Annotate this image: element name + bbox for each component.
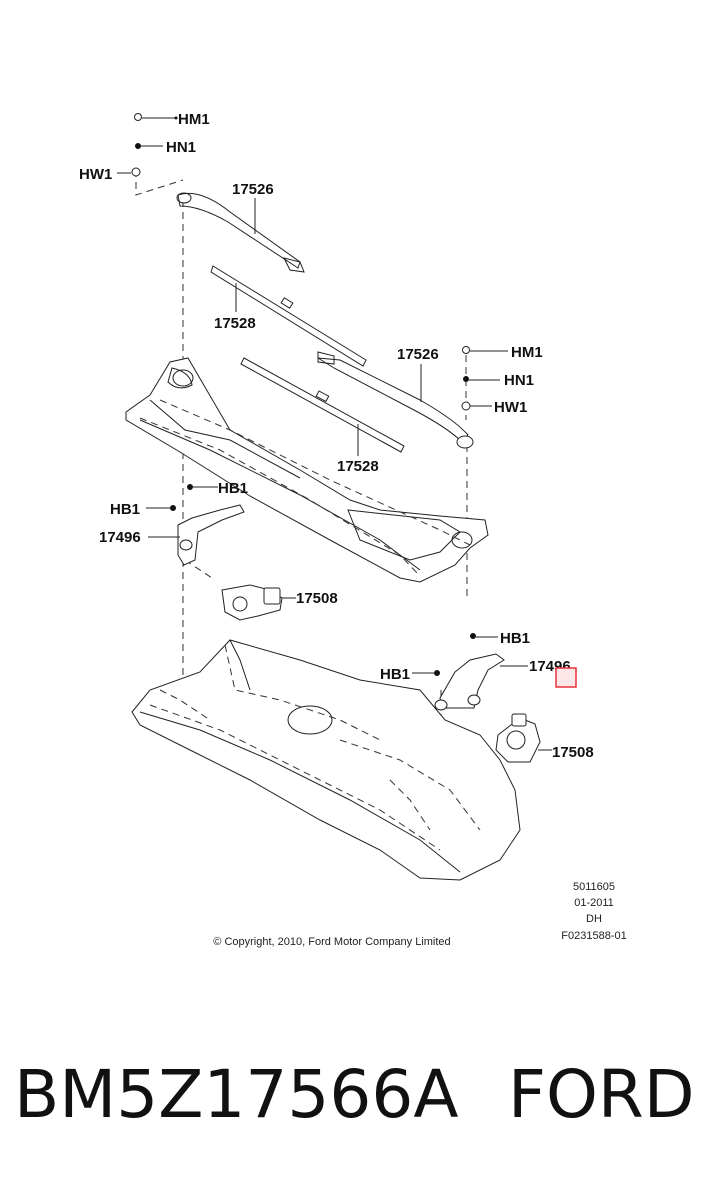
fasteners-top-left [117, 113, 178, 177]
label-hb1-right-b: HB1 [380, 666, 410, 683]
linkage-left [146, 484, 245, 566]
part-number: BM5Z17566A [14, 1056, 459, 1133]
meta-line3: DH [586, 913, 602, 925]
label-arm-right: 17526 [397, 346, 439, 363]
label-hn1-right: HN1 [504, 372, 534, 389]
meta-line1: 5011605 [573, 881, 615, 893]
wiper-arm-left [176, 192, 305, 273]
highlight-marker [555, 667, 577, 688]
label-motor-left: 17508 [296, 590, 338, 607]
label-hw1-top: HW1 [79, 166, 112, 183]
label-linkage-left: 17496 [99, 529, 141, 546]
label-arm-left: 17526 [232, 181, 274, 198]
label-blade-right: 17528 [337, 458, 379, 475]
motor-left [221, 584, 296, 621]
brand-name: FORD [508, 1056, 695, 1133]
motor-right [495, 713, 552, 763]
label-hn1-top: HN1 [166, 139, 196, 156]
label-hb1-right-a: HB1 [500, 630, 530, 647]
body-dash-panel [131, 639, 521, 881]
meta-line4: F0231588-01 [561, 930, 626, 942]
copyright-notice: © Copyright, 2010, Ford Motor Company Li… [213, 936, 450, 948]
label-hw1-right: HW1 [494, 399, 527, 416]
wiper-system-diagram: .ln { stroke: #222; stroke-width: 1; fil… [79, 111, 627, 948]
label-motor-right: 17508 [552, 744, 594, 761]
label-hb1-left-a: HB1 [218, 480, 248, 497]
drawing-metadata: 5011605 01-2011 DH F0231588-01 [561, 881, 626, 942]
meta-line2: 01-2011 [574, 897, 614, 909]
wiper-arm-right [317, 351, 474, 449]
label-blade-left: 17528 [214, 315, 256, 332]
linkage-right [412, 633, 528, 711]
cowl-panel [125, 357, 489, 583]
label-hm1-right: HM1 [511, 344, 543, 361]
label-hm1-top: HM1 [178, 111, 210, 128]
wiper-blade-left [210, 265, 367, 367]
fasteners-right [461, 346, 508, 411]
wiper-blade-right [240, 357, 405, 456]
label-hb1-left-b: HB1 [110, 501, 140, 518]
